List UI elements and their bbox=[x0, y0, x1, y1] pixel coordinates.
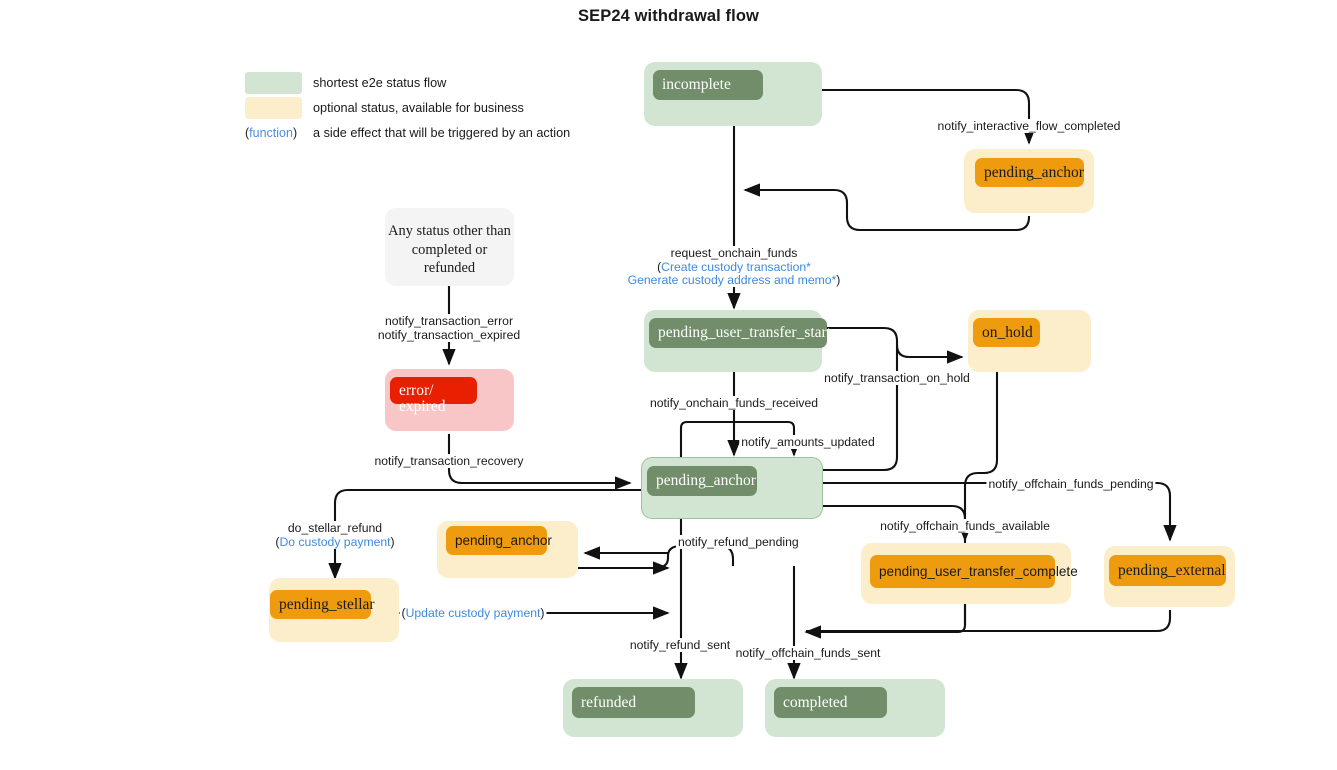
edge-label-notify-transaction-recovery: notify_transaction_recovery bbox=[372, 454, 526, 468]
legend: shortest e2e status flow optional status… bbox=[245, 70, 570, 145]
node-pending-anchor-center[interactable]: pending_anchor bbox=[641, 457, 823, 519]
node-completed[interactable]: completed bbox=[765, 679, 945, 737]
legend-item-shortest-flow: shortest e2e status flow bbox=[245, 70, 570, 95]
edge-label-notify-transaction-error: notify_transaction_error bbox=[382, 314, 516, 328]
legend-label-function: a side effect that will be triggered by … bbox=[313, 125, 571, 140]
legend-function-key: (function) bbox=[245, 125, 298, 140]
edge-label-notify-offchain-funds-pending: notify_offchain_funds_pending bbox=[986, 477, 1156, 491]
node-incomplete-badge: incomplete bbox=[653, 70, 763, 100]
edge-label-notify-transaction-expired: notify_transaction_expired bbox=[375, 328, 523, 342]
node-any-status[interactable]: Any status other than completed or refun… bbox=[385, 208, 514, 286]
node-on-hold[interactable]: on_hold bbox=[968, 310, 1091, 372]
node-refunded-badge: refunded bbox=[572, 687, 695, 718]
node-pending-external[interactable]: pending_external bbox=[1104, 546, 1235, 607]
edge-label-generate-custody-address: Generate custody address and memo*) bbox=[625, 273, 843, 287]
edge-label-notify-interactive-flow-completed: notify_interactive_flow_completed bbox=[935, 119, 1123, 133]
node-error-expired-badge: error/ bbox=[390, 377, 477, 404]
legend-function-word: function bbox=[249, 125, 293, 140]
edge-label-notify-refund-pending: notify_refund_pending bbox=[676, 535, 801, 549]
edge-label-do-custody-payment: (Do custody payment) bbox=[273, 535, 397, 549]
edge-label-notify-transaction-on-hold: notify_transaction_on_hold bbox=[822, 371, 972, 385]
legend-item-function: (function) a side effect that will be tr… bbox=[245, 120, 570, 145]
node-on-hold-badge: on_hold bbox=[973, 318, 1040, 347]
node-pending-anchor-refund-badge: pending_anchor bbox=[446, 526, 552, 555]
node-any-status-label: Any status other than completed or refun… bbox=[388, 223, 511, 276]
legend-label-optional-status: optional status, available for business bbox=[313, 100, 524, 115]
edge-label-notify-refund-sent: notify_refund_sent bbox=[627, 638, 733, 652]
node-pending-user-transfer-complete[interactable]: pending_user_transfer_complete bbox=[861, 543, 1078, 604]
node-refunded[interactable]: refunded bbox=[563, 679, 743, 737]
edge-label-do-stellar-refund: do_stellar_refund bbox=[285, 521, 385, 535]
edge-label-create-custody-transaction: (Create custody transaction* bbox=[655, 260, 813, 274]
node-pending-user-transfer-complete-badge: pending_user_transfer_complete bbox=[870, 555, 1078, 588]
edge-label-notify-amounts-updated: notify_amounts_updated bbox=[739, 435, 877, 449]
node-pending-stellar[interactable]: pending_stellar bbox=[269, 578, 399, 642]
node-error-expired-second-line: expired bbox=[399, 398, 446, 415]
node-pending-anchor-top-badge: pending_anchor bbox=[975, 158, 1084, 187]
edge-label-notify-offchain-funds-available: notify_offchain_funds_available bbox=[878, 519, 1052, 533]
edge-label-notify-offchain-funds-sent: notify_offchain_funds_sent bbox=[733, 646, 883, 660]
node-incomplete[interactable]: incomplete bbox=[644, 62, 822, 126]
node-pending-anchor-refund[interactable]: pending_anchor bbox=[437, 521, 578, 578]
node-pending-external-badge: pending_external bbox=[1109, 555, 1226, 586]
node-error-expired[interactable]: error/ expired bbox=[385, 369, 514, 431]
legend-swatch-cream bbox=[245, 96, 302, 119]
legend-swatch-green bbox=[245, 71, 302, 94]
node-pending-anchor-top[interactable]: pending_anchor bbox=[964, 149, 1094, 213]
legend-label-shortest-flow: shortest e2e status flow bbox=[313, 75, 447, 90]
node-pending-anchor-center-badge: pending_anchor bbox=[647, 466, 757, 496]
edge-label-request-onchain-funds: request_onchain_funds bbox=[668, 246, 800, 260]
node-pending-user-transfer-start-badge: pending_user_transfer_start bbox=[649, 318, 831, 348]
page-title: SEP24 withdrawal flow bbox=[578, 7, 759, 25]
edge-label-update-custody-payment: (Update custody payment) bbox=[399, 606, 547, 620]
node-pending-user-transfer-start[interactable]: pending_user_transfer_start bbox=[644, 310, 831, 372]
edge-label-notify-onchain-funds-received: notify_onchain_funds_received bbox=[647, 396, 821, 410]
node-pending-stellar-badge: pending_stellar bbox=[270, 590, 375, 619]
legend-item-optional-status: optional status, available for business bbox=[245, 95, 570, 120]
node-completed-badge: completed bbox=[774, 687, 887, 718]
